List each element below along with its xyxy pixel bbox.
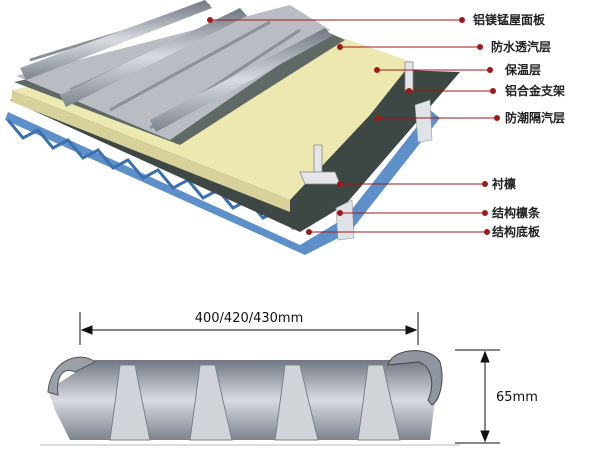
- label-structural-base: 结构底板: [492, 224, 541, 239]
- label-waterproof-membrane: 防水透汽层: [491, 39, 551, 54]
- width-dimension: [79, 312, 419, 345]
- height-label: 65mm: [496, 390, 538, 405]
- height-dimension: [455, 349, 500, 444]
- insulation-edge: [12, 90, 290, 212]
- roof-illustration: [5, 0, 460, 255]
- label-vapour-barrier: 防潮隔汽层: [505, 110, 565, 125]
- label-aluminium-bracket: 铝合金支架: [505, 83, 565, 98]
- roof-panel: [16, 5, 330, 140]
- label-roof-panel: 铝镁锰屋面板: [473, 12, 546, 27]
- label-insulation: 保温层: [504, 62, 541, 77]
- purlins: [335, 99, 433, 241]
- leader-lines: [207, 17, 500, 235]
- panel-profile: [40, 350, 460, 446]
- aluminium-brackets: [299, 61, 414, 185]
- standing-seams: [20, 0, 332, 132]
- label-sub-purlin: 衬檩: [492, 176, 516, 191]
- label-structural-purlin: 结构檩条: [492, 205, 541, 220]
- width-label: 400/420/430mm: [195, 311, 304, 326]
